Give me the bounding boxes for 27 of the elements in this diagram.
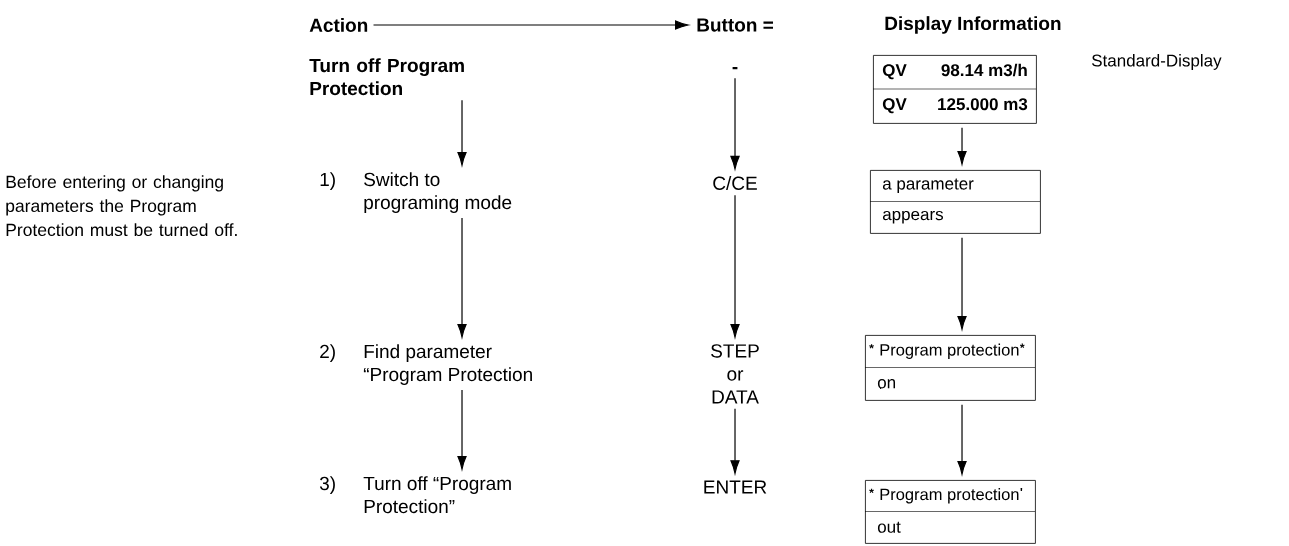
note-text: Before entering or changing parameters the Program Protection must be turned off. [6,175,237,237]
key-label: C/CE [713,176,757,190]
key-label: STEP or DATA [711,344,759,404]
step-text: 2) Find parameter “Program Protection [320,344,532,385]
arrow [730,77,740,170]
step-text: 1) Switch to programing mode [320,172,512,213]
step-text: 3) Turn off “Program Protection” [319,476,511,514]
column-heading: Display Information [885,16,1061,34]
arrow [957,237,967,330]
display-box: * Program protection' out [864,480,1036,544]
arrow [957,127,967,165]
side-caption: Standard-Display [1092,54,1222,70]
arrow [730,194,740,338]
arrow [372,20,689,30]
display-box: * Program protection* on [864,335,1036,401]
column-heading: Button = [697,18,773,32]
arrow [730,408,740,474]
arrow [957,404,967,475]
arrow [457,389,467,470]
arrow [457,99,467,166]
key-label: ENTER [704,480,767,494]
column-heading: Action [309,18,368,32]
task-heading: Turn off Program Protection [309,58,464,96]
key-label: - [732,67,738,70]
display-box: a parameter appears [869,170,1041,234]
arrow [457,217,467,338]
display-box: QV 98.14 m3/h QV 125.000 m3 [872,55,1037,124]
